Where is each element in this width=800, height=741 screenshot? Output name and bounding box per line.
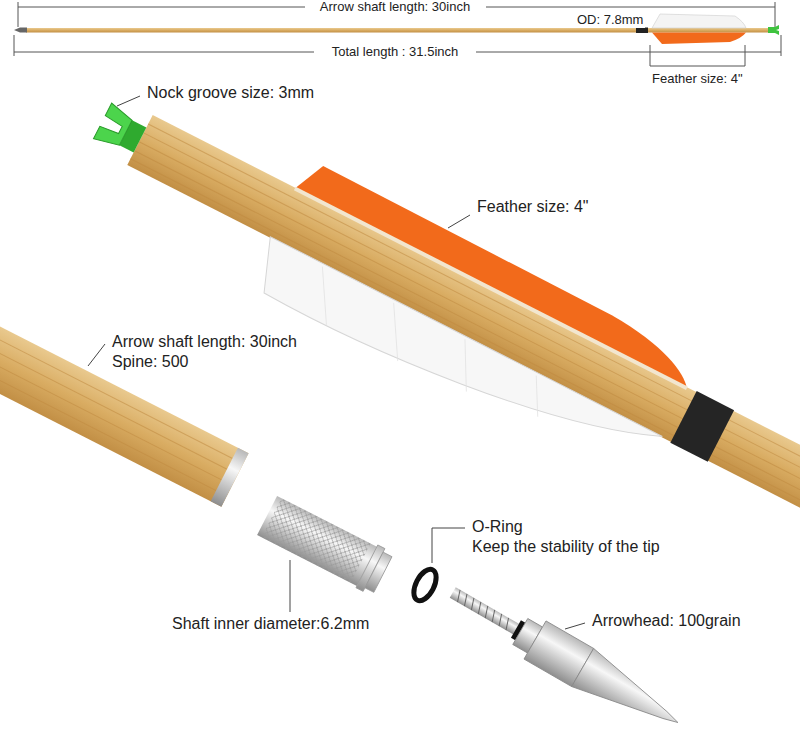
arrow-rear xyxy=(66,67,800,575)
part-label: Arrow shaft length: 30inch xyxy=(110,333,299,351)
small-arrow xyxy=(14,14,779,44)
dimension-label: OD: 7.8mm xyxy=(575,13,645,28)
part-label: Feather size: 4" xyxy=(475,198,591,216)
shaft-insert xyxy=(256,494,394,596)
part-label: Arrowhead: 100grain xyxy=(590,612,743,630)
dimension-label: Total length : 31.5inch xyxy=(330,45,460,60)
part-label: Spine: 500 xyxy=(110,353,191,371)
part-label: Nock groove size: 3mm xyxy=(145,84,316,102)
part-label: Shaft inner diameter:6.2mm xyxy=(170,615,371,633)
dimension-label: Arrow shaft length: 30inch xyxy=(318,0,472,15)
o-ring xyxy=(409,566,440,604)
part-note: Keep the stability of the tip xyxy=(470,538,662,556)
arrowhead xyxy=(442,573,689,741)
part-label: O-Ring xyxy=(470,518,525,536)
dimension-label: Feather size: 4" xyxy=(650,72,745,87)
